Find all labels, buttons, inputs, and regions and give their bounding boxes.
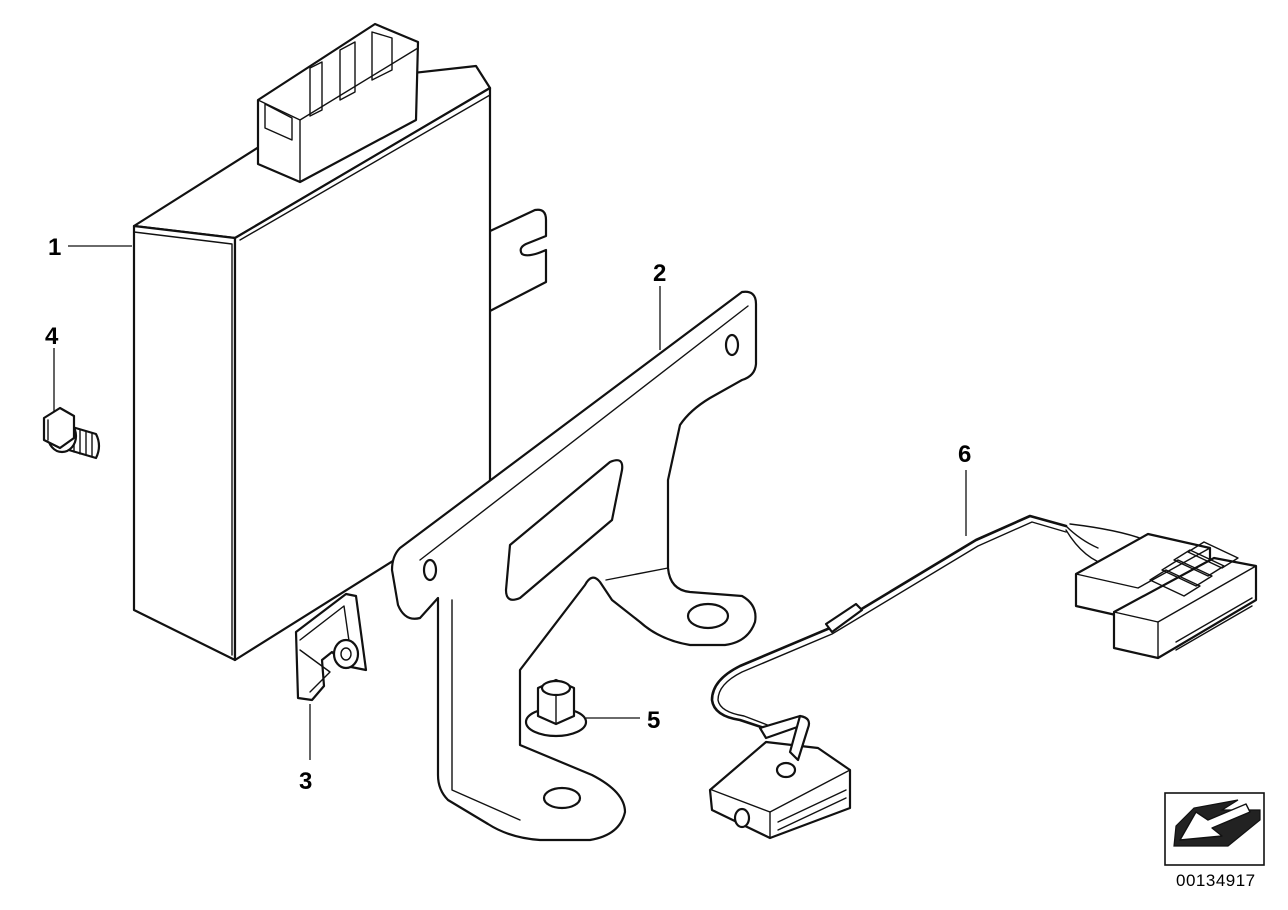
leader-lines <box>53 245 967 760</box>
control-unit-connector <box>256 22 420 184</box>
harness-connector-right <box>1074 532 1258 660</box>
control-unit[interactable] <box>132 22 548 662</box>
screw[interactable] <box>42 406 101 460</box>
callout-4: 4 <box>45 323 59 350</box>
document-number: 00134917 <box>1176 871 1256 890</box>
callout-1: 1 <box>48 234 61 261</box>
mounting-bracket[interactable] <box>390 290 758 842</box>
callout-2: 2 <box>653 260 666 287</box>
wiring-harness[interactable] <box>708 514 1258 840</box>
direction-arrow-icon <box>1164 792 1265 866</box>
callout-6: 6 <box>958 441 971 468</box>
harness-connector-left <box>708 714 852 840</box>
callout-5: 5 <box>647 707 660 734</box>
callouts: 1 2 3 4 5 6 <box>45 234 971 795</box>
callout-3: 3 <box>299 768 312 795</box>
hex-nut[interactable] <box>524 678 588 738</box>
speed-nut-clip[interactable] <box>294 592 368 702</box>
